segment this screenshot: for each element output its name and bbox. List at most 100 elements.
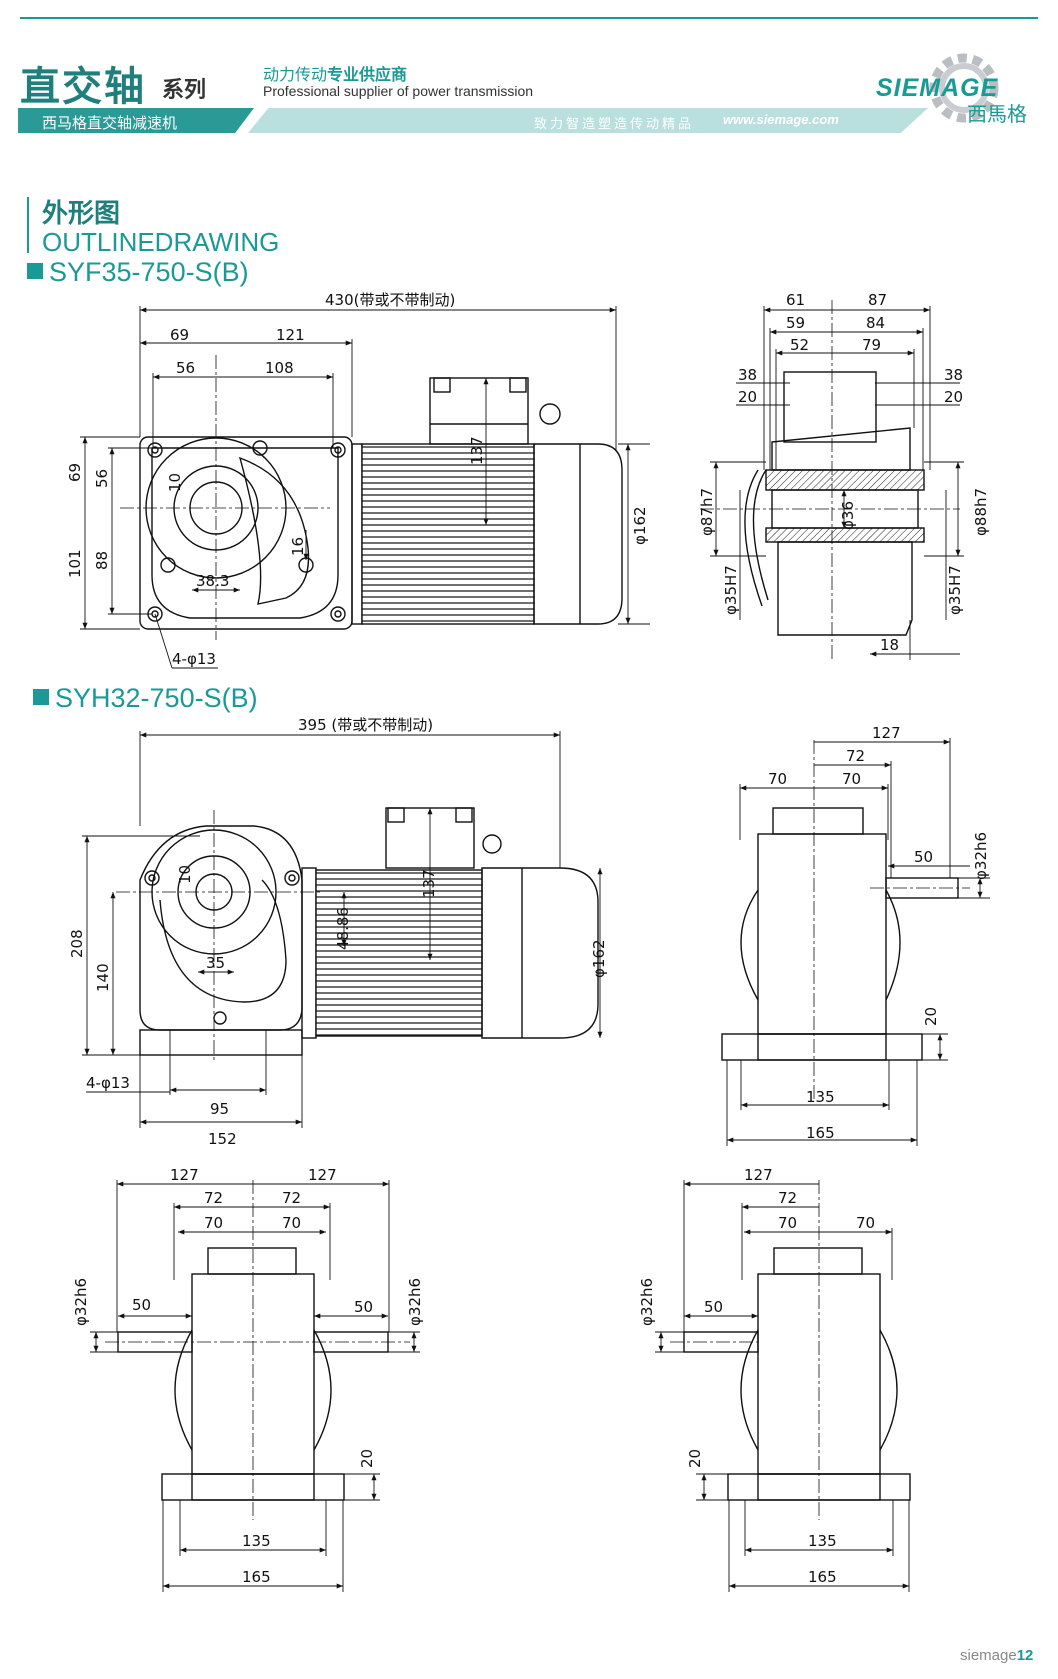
dim-a-s59: 59 <box>786 314 805 332</box>
dim-d-50: 50 <box>704 1298 723 1316</box>
dim-b-10: 10 <box>176 865 194 884</box>
dim-a-s35h7r: φ35H7 <box>946 565 964 615</box>
dim-d-20: 20 <box>686 1449 704 1468</box>
band-light <box>248 108 928 133</box>
dim-c-r72: 72 <box>282 1189 301 1207</box>
dim-a-s20r: 20 <box>944 388 963 406</box>
dim-a-s87: 87 <box>868 291 887 309</box>
drawing-b-front <box>139 807 599 1056</box>
dim-a-v88: 88 <box>93 551 111 570</box>
dimension-labels-a: 430(带或不带制动) 69 121 56 108 69 56 101 88 1… <box>66 291 990 668</box>
dim-a-s61: 61 <box>786 291 805 309</box>
dim-a-s87h7: φ87h7 <box>698 488 716 536</box>
dim-b-48: 48.86 <box>334 907 352 950</box>
dim-c-l70: 70 <box>204 1214 223 1232</box>
drawing-a-dims <box>80 306 650 669</box>
footer-page: 12 <box>1016 1647 1034 1664</box>
dim-a-overall: 430(带或不带制动) <box>325 291 455 309</box>
dimension-labels-b: 395 (带或不带制动) 208 140 10 35 48.86 137 φ16… <box>68 716 990 1148</box>
dim-c-l72: 72 <box>204 1189 223 1207</box>
band-label: 西马格直交轴减速机 <box>42 114 178 132</box>
dim-b-127: 127 <box>872 724 901 742</box>
dim-b-35: 35 <box>206 954 225 972</box>
dim-a-162: φ162 <box>631 506 649 545</box>
drawing-b-centerlines <box>116 810 320 1060</box>
dim-b-70a: 70 <box>768 770 787 788</box>
dim-a-holes: 4-φ13 <box>172 650 216 668</box>
drawing-a-side <box>744 371 925 636</box>
section-title-en: OUTLINEDRAWING <box>42 227 280 257</box>
series-title: 直交轴 <box>20 64 146 110</box>
dim-a-s38r: 38 <box>944 366 963 384</box>
drawing-c-centerlines <box>105 1180 410 1520</box>
dim-d-32h6: φ32h6 <box>638 1278 656 1326</box>
dim-c-135: 135 <box>242 1532 271 1550</box>
website-link[interactable]: www.siemage.com <box>723 112 839 127</box>
dimension-labels-d: 127 72 70 70 50 φ32h6 20 135 165 <box>638 1166 875 1586</box>
dim-c-l32h6: φ32h6 <box>72 1278 90 1326</box>
drawing-d-dims <box>655 1180 910 1592</box>
dim-c-l127: 127 <box>170 1166 199 1184</box>
dim-a-s18: 18 <box>880 636 899 654</box>
dim-a-s84: 84 <box>866 314 885 332</box>
slogan-en: Professional supplier of power transmiss… <box>263 83 534 99</box>
dim-c-165: 165 <box>242 1568 271 1586</box>
tagline: 致力智造塑造传动精品 <box>534 117 695 132</box>
slogan-cn-bold: 专业供应商 <box>327 65 408 84</box>
drawing-b-side <box>721 807 959 1061</box>
dimension-labels-c: 127 127 72 72 70 70 50 50 φ32h6 φ32h6 20… <box>72 1166 424 1586</box>
drawing-a-side-dims <box>710 306 964 660</box>
page-number: siemage12 <box>960 1647 1033 1664</box>
dim-b-32h6: φ32h6 <box>972 832 990 880</box>
dim-a-s36: φ36 <box>839 501 857 530</box>
dim-b-72: 72 <box>846 747 865 765</box>
dim-a-69: 69 <box>170 326 189 344</box>
footer-brand: siemage <box>960 1647 1017 1664</box>
slogan-cn-prefix: 动力传动 <box>263 65 328 84</box>
dim-d-135: 135 <box>808 1532 837 1550</box>
band-dark <box>18 108 254 133</box>
dim-a-10: 10 <box>166 473 184 492</box>
logo-cn: 西馬格 <box>967 102 1027 126</box>
dim-c-r32h6: φ32h6 <box>406 1278 424 1326</box>
logo-wordmark: SIEMAGE <box>876 74 999 102</box>
drawing-c-dims <box>90 1180 420 1592</box>
header-band: 西马格直交轴减速机 <box>18 108 928 133</box>
dim-b-162: φ162 <box>590 939 608 978</box>
dim-b-20: 20 <box>922 1007 940 1026</box>
dim-d-r70: 70 <box>856 1214 875 1232</box>
drawing-d <box>683 1247 911 1501</box>
dim-a-s35h7l: φ35H7 <box>722 565 740 615</box>
dim-b-holes: 4-φ13 <box>86 1074 130 1092</box>
dim-c-r70: 70 <box>282 1214 301 1232</box>
dim-d-72: 72 <box>778 1189 797 1207</box>
dim-d-165: 165 <box>808 1568 837 1586</box>
dim-a-137: 137 <box>468 436 486 465</box>
drawing-b-side-centerlines <box>813 740 970 1100</box>
logo-gear-icon <box>929 53 999 123</box>
dim-b-70b: 70 <box>842 770 861 788</box>
series-suffix: 系列 <box>162 78 207 103</box>
dim-d-l70: 70 <box>778 1214 797 1232</box>
dim-b-165: 165 <box>806 1124 835 1142</box>
dim-c-r50: 50 <box>354 1298 373 1316</box>
dim-b-137: 137 <box>420 869 438 898</box>
dim-a-38-3: 38.3 <box>196 572 229 590</box>
dim-a-s38l: 38 <box>738 366 757 384</box>
dim-b-135: 135 <box>806 1088 835 1106</box>
slogan-cn: 动力传动专业供应商 <box>263 61 407 85</box>
dim-b-95: 95 <box>210 1100 229 1118</box>
section-title-cn: 外形图 <box>42 199 121 229</box>
dim-a-s52: 52 <box>790 336 809 354</box>
drawing-d-centerlines <box>670 1180 820 1520</box>
dim-b-140: 140 <box>94 963 112 992</box>
dim-a-s88h7: φ88h7 <box>972 488 990 536</box>
dim-a-56: 56 <box>176 359 195 377</box>
drawing-a-side-centerlines <box>700 300 960 660</box>
dim-a-108: 108 <box>265 359 294 377</box>
dim-a-v56: 56 <box>93 469 111 488</box>
dim-a-s20l: 20 <box>738 388 757 406</box>
dim-a-121: 121 <box>276 326 305 344</box>
dim-c-r127: 127 <box>308 1166 337 1184</box>
